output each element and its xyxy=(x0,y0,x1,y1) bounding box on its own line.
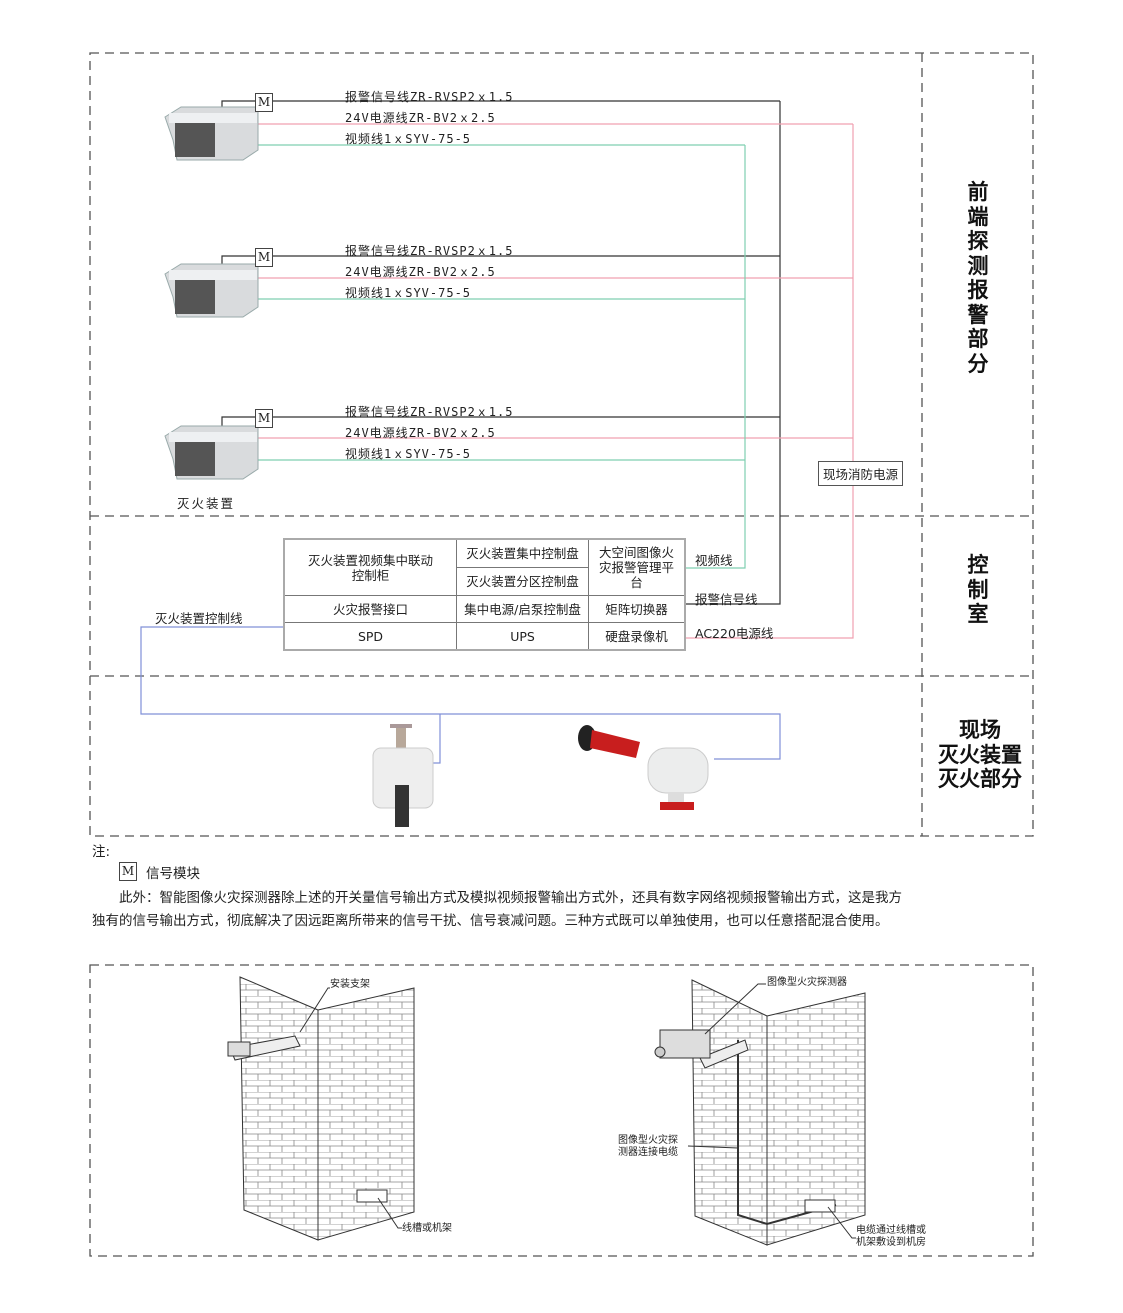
route-label-line: 机架敷设到机房 xyxy=(856,1237,926,1248)
note-title: 注: xyxy=(92,844,111,860)
right-wall-illustration xyxy=(654,979,866,1246)
bracket-label: 安装支架 xyxy=(330,979,370,990)
extinguisher-control-line-label: 灭火装置控制线 xyxy=(155,611,243,626)
section-site-line: 灭火装置 xyxy=(938,742,1022,767)
section-site-line: 灭火部分 xyxy=(938,767,1022,791)
note-paragraph-line: 独有的信号输出方式，彻底解决了因远距离所带来的信号干扰、信号衰减问题。三种方式既… xyxy=(92,913,889,929)
section-front-label: 前端探测报警部分 xyxy=(967,180,989,376)
cell-power-pump-panel: 集中电源/启泵控制盘 xyxy=(456,595,589,624)
section-site-line: 现场 xyxy=(959,718,1001,742)
video-line-label: 视频线1ｘSYV-75-5 xyxy=(345,132,472,146)
video-line-label: 视频线 xyxy=(695,553,733,568)
cell-fire-alarm-interface: 火灾报警接口 xyxy=(283,595,457,624)
signal-module-symbol: M xyxy=(119,862,137,881)
cell-matrix-switcher: 矩阵切换器 xyxy=(588,595,686,624)
extinguisher-device-icon xyxy=(372,724,434,827)
trunk-label: 线槽或机架 xyxy=(402,1223,452,1234)
cable-label-line: 图像型火灾探 xyxy=(618,1135,678,1146)
left-wall-illustration xyxy=(227,976,415,1241)
device-label: 灭火装置 xyxy=(177,496,236,511)
signal-module-box: M xyxy=(255,93,273,112)
section-control-label: 控制室 xyxy=(967,553,989,626)
ac-power-line-label: AC220电源线 xyxy=(695,626,774,641)
power-line-label: 24V电源线ZR-BV2ｘ2.5 xyxy=(345,426,496,440)
detector-label: 图像型火灾探测器 xyxy=(767,977,847,988)
cell-central-panel: 灭火装置集中控制盘 xyxy=(456,538,589,568)
signal-module-box: M xyxy=(255,248,273,267)
alarm-line-label: 报警信号线ZR-RVSP2ｘ1.5 xyxy=(345,405,514,419)
route-label: 电缆通过线槽或 机架敷设到机房 xyxy=(856,1225,926,1249)
cell-dvr: 硬盘录像机 xyxy=(588,622,686,651)
camera-wiring xyxy=(140,100,854,764)
power-line-label: 24V电源线ZR-BV2ｘ2.5 xyxy=(345,111,496,125)
cell-ups: UPS xyxy=(456,622,589,651)
note-paragraph-line: 此外：智能图像火灾探测器除上述的开关量信号输出方式及模拟视频报警输出方式外，还具… xyxy=(119,890,902,906)
route-label-line: 电缆通过线槽或 xyxy=(856,1225,926,1236)
alarm-line-label: 报警信号线ZR-RVSP2ｘ1.5 xyxy=(345,90,514,104)
control-room-table: 灭火装置视频集中联动控制柜 灭火装置集中控制盘 大空间图像火灾报警管理平台 灭火… xyxy=(283,538,686,651)
cable-label: 图像型火灾探 测器连接电缆 xyxy=(618,1135,678,1159)
section-site-label: 现场 灭火装置 灭火部分 xyxy=(928,718,1032,792)
section-borders xyxy=(89,52,1034,1257)
cell-spd: SPD xyxy=(283,622,457,651)
video-line-label: 视频线1ｘSYV-75-5 xyxy=(345,286,472,300)
cell-linkage-cabinet: 灭火装置视频集中联动控制柜 xyxy=(283,538,457,597)
cable-label-line: 测器连接电缆 xyxy=(618,1147,678,1158)
water-cannon-icon xyxy=(578,725,709,810)
video-line-label: 视频线1ｘSYV-75-5 xyxy=(345,447,472,461)
alarm-line-label: 报警信号线ZR-RVSP2ｘ1.5 xyxy=(345,244,514,258)
signal-module-legend: 信号模块 xyxy=(146,866,200,882)
site-power-box: 现场消防电源 xyxy=(818,461,904,486)
power-line-label: 24V电源线ZR-BV2ｘ2.5 xyxy=(345,265,496,279)
cell-zone-panel: 灭火装置分区控制盘 xyxy=(456,566,589,597)
cell-management-platform: 大空间图像火灾报警管理平台 xyxy=(588,538,686,597)
signal-module-box: M xyxy=(255,409,273,428)
camera-icons xyxy=(164,106,259,480)
alarm-line-label: 报警信号线 xyxy=(695,592,758,607)
